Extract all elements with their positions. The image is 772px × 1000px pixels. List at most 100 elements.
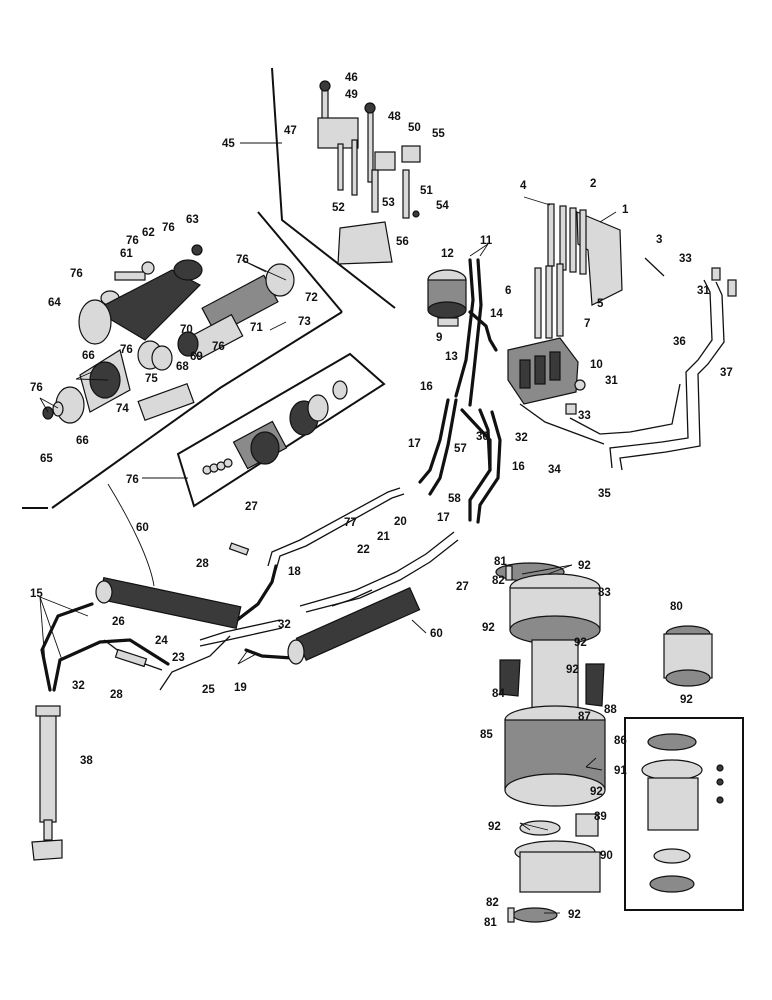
callout-82a: 82: [492, 575, 505, 587]
cylinder-exploded-view: [42, 244, 295, 424]
callout-92d: 92: [566, 664, 579, 676]
callout-73: 73: [298, 316, 311, 328]
callout-65: 65: [40, 453, 53, 465]
callout-27a: 27: [245, 501, 258, 513]
callout-49: 49: [345, 89, 358, 101]
callout-38: 38: [80, 755, 93, 767]
callout-76a: 76: [70, 268, 83, 280]
callout-32a: 32: [515, 432, 528, 444]
callout-50: 50: [408, 122, 421, 134]
callout-62: 62: [142, 227, 155, 239]
callout-16b: 16: [512, 461, 525, 473]
callout-76c: 76: [162, 222, 175, 234]
callout-9: 9: [436, 332, 442, 344]
callout-83: 83: [598, 587, 611, 599]
steel-tubes-center: [103, 487, 459, 691]
callout-81b: 81: [484, 917, 497, 929]
callout-81a: 81: [494, 556, 507, 568]
callout-60a: 60: [136, 522, 149, 534]
callout-10: 10: [590, 359, 603, 371]
callout-76d: 76: [236, 254, 249, 266]
callout-76h: 76: [126, 474, 139, 486]
callout-21: 21: [377, 531, 390, 543]
callout-61: 61: [120, 248, 133, 260]
callout-24: 24: [155, 635, 168, 647]
callout-60b: 60: [430, 628, 443, 640]
callout-36: 36: [673, 336, 686, 348]
callout-18: 18: [288, 566, 301, 578]
return-tubing: [519, 267, 737, 471]
callout-32b: 32: [278, 619, 291, 631]
callout-69: 69: [190, 351, 203, 363]
callout-34: 34: [548, 464, 561, 476]
callout-37: 37: [720, 367, 733, 379]
seal-kit-inset: [142, 380, 348, 479]
callout-17b: 17: [437, 512, 450, 524]
callout-15: 15: [30, 588, 43, 600]
callout-33a: 33: [679, 253, 692, 265]
callout-68: 68: [176, 361, 189, 373]
callout-76g: 76: [30, 382, 43, 394]
callout-70: 70: [180, 324, 193, 336]
callout-17a: 17: [408, 438, 421, 450]
section-dividers: [22, 67, 744, 911]
callout-87: 87: [578, 711, 591, 723]
hydraulic-hoses: [40, 258, 502, 692]
callout-51: 51: [420, 185, 433, 197]
callout-12: 12: [441, 248, 454, 260]
callout-57: 57: [454, 443, 467, 455]
callout-76f: 76: [212, 341, 225, 353]
callout-89: 89: [594, 811, 607, 823]
callout-4: 4: [520, 180, 527, 192]
callout-92g: 92: [568, 909, 581, 921]
callout-92f: 92: [488, 821, 501, 833]
callout-22: 22: [357, 544, 370, 556]
callout-72: 72: [305, 292, 318, 304]
callout-28b: 28: [110, 689, 123, 701]
callout-84: 84: [492, 688, 505, 700]
callout-92a: 92: [578, 560, 591, 572]
callout-64: 64: [48, 297, 61, 309]
callout-1: 1: [622, 204, 629, 216]
callout-32c: 32: [72, 680, 85, 692]
callout-86: 86: [614, 735, 627, 747]
callout-16a: 16: [420, 381, 433, 393]
callout-13: 13: [445, 351, 458, 363]
callout-14: 14: [490, 308, 503, 320]
callout-77: 77: [344, 517, 357, 529]
callout-63: 63: [186, 214, 199, 226]
callout-25: 25: [202, 684, 215, 696]
callout-90: 90: [600, 850, 613, 862]
swivel-assembly: [495, 562, 724, 923]
callout-74: 74: [116, 403, 129, 415]
callout-88: 88: [604, 704, 617, 716]
vertical-cylinder: [31, 705, 63, 861]
callout-46: 46: [345, 72, 358, 84]
callout-54: 54: [436, 200, 449, 212]
callout-35: 35: [598, 488, 611, 500]
callout-58: 58: [448, 493, 461, 505]
callout-31a: 31: [697, 285, 710, 297]
callout-2: 2: [590, 178, 596, 190]
callout-26: 26: [112, 616, 125, 628]
callout-75: 75: [145, 373, 158, 385]
callout-31b: 31: [605, 375, 618, 387]
control-valve-bank: [507, 203, 665, 415]
callout-48: 48: [388, 111, 401, 123]
callout-33b: 33: [578, 410, 591, 422]
callout-45: 45: [222, 138, 235, 150]
callout-66b: 66: [76, 435, 89, 447]
callout-71: 71: [250, 322, 263, 334]
callout-27b: 27: [456, 581, 469, 593]
callout-19: 19: [234, 682, 247, 694]
callout-11: 11: [480, 235, 493, 247]
callout-7: 7: [584, 318, 590, 330]
callout-92b: 92: [482, 622, 495, 634]
callout-30: 30: [476, 431, 489, 443]
callout-28a: 28: [196, 558, 209, 570]
pump: [427, 269, 467, 327]
callout-53: 53: [382, 197, 395, 209]
callout-23: 23: [172, 652, 185, 664]
callout-3: 3: [656, 234, 662, 246]
